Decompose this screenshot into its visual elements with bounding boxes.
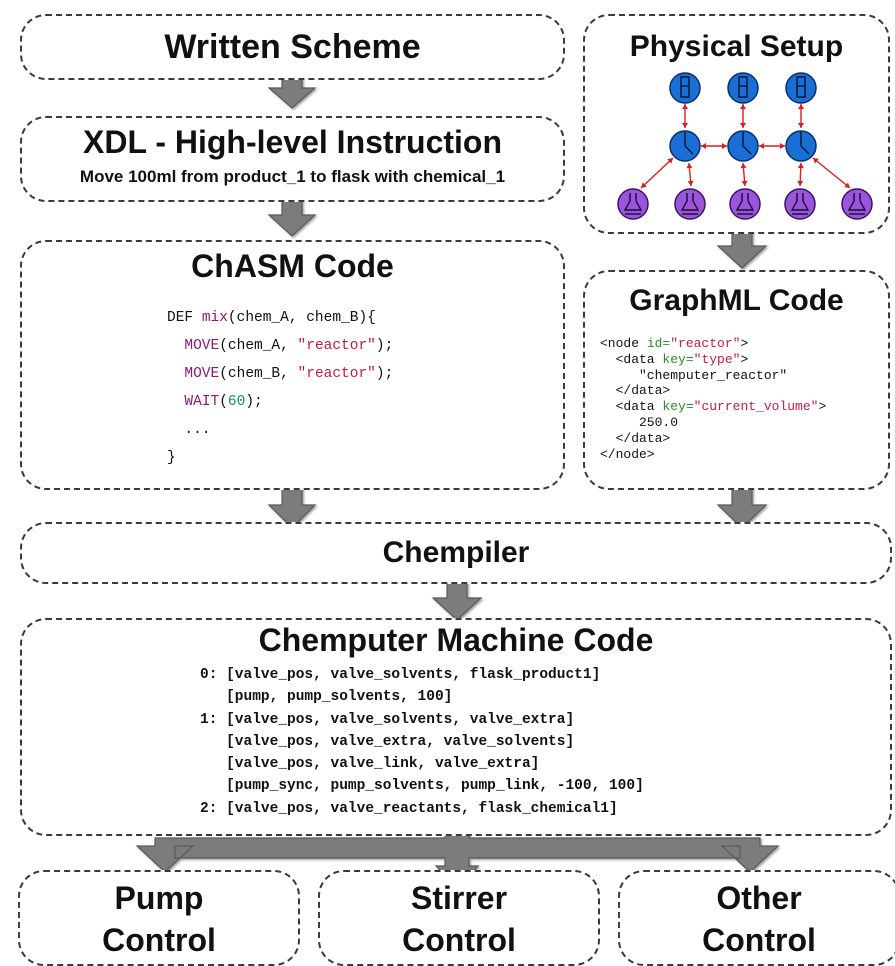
graphml-code-line: <node id="reactor"> — [600, 336, 749, 351]
machine-code-line: 2: [valve_pos, valve_reactants, flask_ch… — [200, 800, 618, 817]
flask-icon — [674, 188, 706, 220]
flask-icon — [784, 188, 816, 220]
valve-flask-connector — [797, 162, 804, 187]
arrow-xdl-to-chasm — [267, 197, 317, 237]
xdl-title: XDL - High-level Instruction — [83, 124, 502, 160]
stirrer-control-box: Stirrer Control — [318, 870, 600, 966]
pump-control-line2: Control — [102, 922, 216, 958]
chasm-title: ChASM Code — [191, 248, 394, 284]
syringe-pump-icon — [785, 72, 817, 104]
chasm-code-line: MOVE(chem_B, "reactor"); — [184, 366, 394, 382]
written-scheme-box: Written Scheme — [20, 14, 565, 80]
chasm-code-line: WAIT(60); — [184, 394, 263, 410]
other-control-box: Other Control — [618, 870, 895, 966]
physical-setup-graph — [617, 72, 873, 220]
valve-icon — [669, 130, 701, 162]
graphml-code-line: <data key="current_volume"> — [600, 399, 827, 415]
written-scheme-title: Written Scheme — [164, 28, 421, 66]
syringe-valve-connector — [682, 104, 688, 128]
chasm-code-line: MOVE(chem_A, "reactor"); — [184, 338, 394, 354]
graphml-code-line: 250.0 — [600, 414, 679, 430]
graphml-code-block: <node id="reactor"> <data key="type"> "c… — [600, 336, 826, 462]
chasm-box: ChASM Code DEF mix(chem_A, chem_B){ MOVE… — [20, 240, 565, 490]
other-control-line2: Control — [702, 922, 816, 958]
flask-icon — [617, 188, 649, 220]
flask-icon — [729, 188, 761, 220]
syringe-valve-connector — [798, 104, 804, 128]
machine-code-block: 0: [valve_pos, valve_solvents, flask_pro… — [200, 664, 644, 820]
other-control-line1: Other — [716, 880, 802, 916]
xdl-instruction: Move 100ml from product_1 to flask with … — [79, 167, 506, 186]
graphml-code-line: <data key="type"> — [600, 351, 749, 367]
valve-icon — [727, 130, 759, 162]
machine-code-line: 1: [valve_pos, valve_solvents, valve_ext… — [200, 711, 575, 728]
machine-code-line: [valve_pos, valve_extra, valve_solvents] — [200, 733, 575, 750]
machine-code-line: [valve_pos, valve_link, valve_extra] — [200, 756, 540, 773]
machine-code-box: Chemputer Machine Code 0: [valve_pos, va… — [20, 618, 892, 836]
physical-setup-title: Physical Setup — [629, 30, 844, 63]
pump-control-box: Pump Control — [18, 870, 300, 966]
physical-setup-box: Physical Setup — [583, 14, 890, 234]
graphml-code-line: </data> — [600, 430, 671, 446]
graphml-title: GraphML Code — [629, 284, 844, 317]
xdl-box: XDL - High-level Instruction Move 100ml … — [20, 116, 565, 202]
valve-flask-connector — [686, 162, 694, 187]
flask-icon — [841, 188, 873, 220]
graphml-code-line: "chemputer_reactor" — [600, 367, 788, 383]
syringe-pump-icon — [669, 72, 701, 104]
valve-flask-connector — [812, 157, 851, 189]
machine-code-line: 0: [valve_pos, valve_solvents, flask_pro… — [200, 667, 601, 683]
valve-valve-connector — [701, 143, 727, 149]
pump-control-line1: Pump — [114, 880, 204, 916]
syringe-pump-icon — [727, 72, 759, 104]
stirrer-control-line1: Stirrer — [410, 880, 508, 916]
chempiler-title: Chempiler — [382, 536, 530, 569]
valve-icon — [785, 130, 817, 162]
valve-flask-connector — [640, 157, 674, 189]
graphml-code-line: </data> — [600, 383, 671, 399]
arrow-chempiler-to-machine — [431, 577, 483, 621]
chempiler-box: Chempiler — [20, 522, 892, 584]
chasm-code-block: DEF mix(chem_A, chem_B){ MOVE(chem_A, "r… — [167, 304, 393, 472]
machine-code-line: [pump_sync, pump_solvents, pump_link, -1… — [200, 778, 644, 795]
chasm-code-line: DEF mix(chem_A, chem_B){ — [167, 310, 376, 326]
machine-code-line: [pump, pump_solvents, 100] — [200, 689, 453, 706]
chasm-code-line: } — [167, 450, 176, 466]
valve-valve-connector — [759, 143, 785, 149]
chasm-code-line: ... — [184, 422, 211, 438]
valve-flask-connector — [740, 162, 748, 187]
graphml-box: GraphML Code <node id="reactor"> <data k… — [583, 270, 890, 490]
stirrer-control-line2: Control — [402, 922, 516, 958]
syringe-valve-connector — [740, 104, 746, 128]
graphml-code-line: </node> — [600, 446, 655, 462]
machine-code-title: Chemputer Machine Code — [258, 622, 654, 658]
